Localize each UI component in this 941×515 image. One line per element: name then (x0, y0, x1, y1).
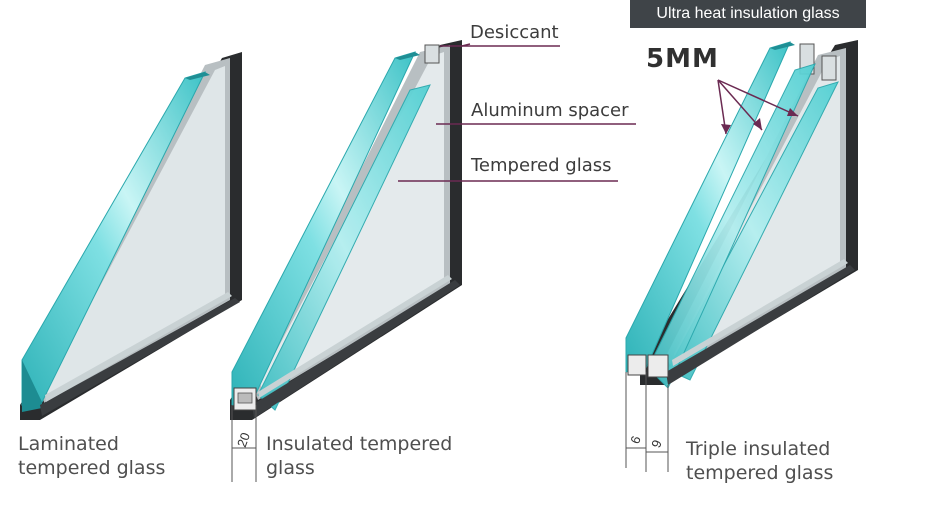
caption-triple-line2: tempered glass (686, 462, 834, 484)
frame-bottom-light (258, 275, 452, 398)
tempered-glass-label: Tempered glass (471, 155, 612, 176)
triple-glass-panel: 6 9 (625, 40, 858, 472)
spacer-top-2 (821, 55, 837, 81)
frame-bottom-light (672, 259, 848, 366)
laminated-glass-panel (20, 52, 242, 420)
arrow-2 (717, 79, 763, 131)
caption-triple: Triple insulated tempered glass (686, 437, 833, 485)
ultra-heat-insulation-badge: Ultra heat insulation glass (630, 0, 866, 28)
spacer-top (424, 44, 440, 64)
glass-front (625, 41, 791, 373)
glass-front-edge (395, 52, 420, 60)
caption-insulated-line1: Insulated tempered (266, 433, 453, 455)
insulated-glass-panel: 20 (230, 40, 462, 482)
thickness-5mm-label: 5MM (646, 44, 719, 74)
caption-laminated-line2: tempered glass (18, 457, 166, 479)
gap-label-6: 6 (627, 434, 644, 446)
glass-front-edge (770, 42, 795, 50)
spacer-section-2 (647, 354, 669, 378)
frame-bottom (666, 265, 855, 385)
caption-laminated-line1: Laminated (18, 433, 119, 455)
desiccant-label: Desiccant (470, 22, 559, 43)
spacer-section-1 (627, 354, 647, 376)
glass-edge (185, 72, 210, 80)
glass-middle (647, 63, 816, 389)
callout-lines (398, 43, 799, 182)
frame-inner-shade (46, 66, 225, 396)
frame-bottom-light (45, 292, 232, 402)
arrow-3 (717, 79, 799, 117)
glass-back (667, 81, 839, 381)
glass-bottom-edge (22, 360, 42, 412)
glass-front (231, 51, 416, 406)
caption-insulated-line2: glass (266, 457, 315, 479)
caption-laminated: Laminated tempered glass (18, 432, 165, 480)
caption-triple-line1: Triple insulated (686, 438, 831, 460)
aluminum-spacer-label: Aluminum spacer (471, 100, 629, 121)
caption-insulated: Insulated tempered glass (266, 432, 452, 480)
frame-bottom (40, 298, 240, 416)
gap-label-20: 20 (234, 430, 253, 449)
gap-label-9: 9 (648, 438, 665, 450)
frame-bottom (252, 280, 460, 418)
